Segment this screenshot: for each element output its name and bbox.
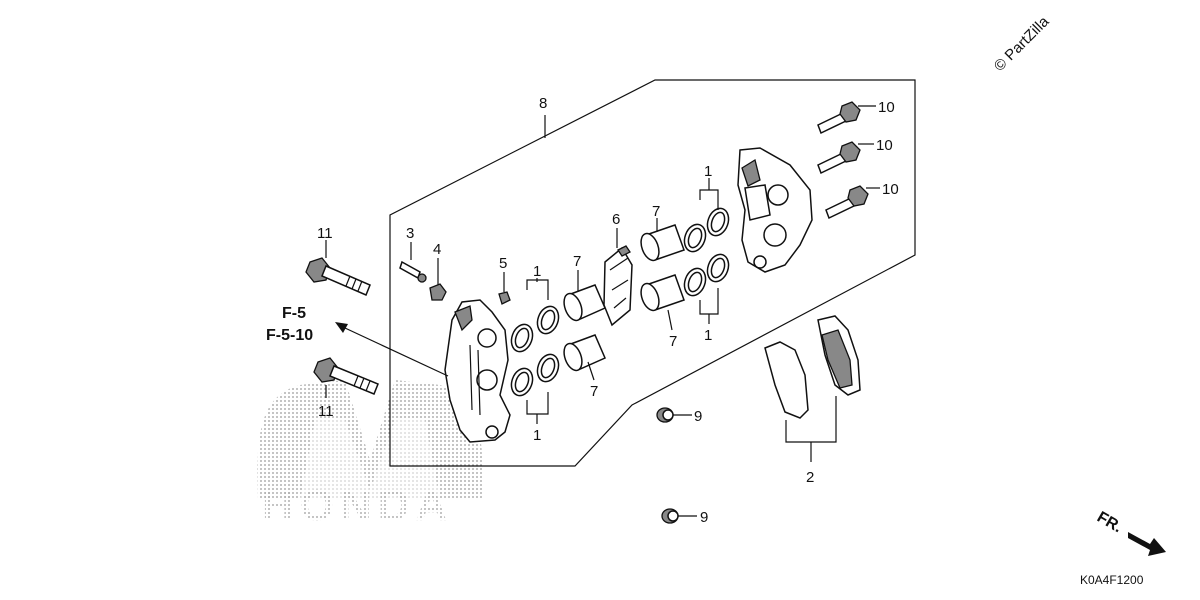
piston-seals-right (683, 207, 730, 297)
boot-9-lower (661, 508, 679, 524)
callout-7-right-bottom: 7 (669, 333, 677, 350)
honda-wordmark: HONDA (262, 481, 453, 530)
pistons-left (563, 284, 606, 372)
front-arrow-icon (1128, 532, 1166, 556)
callout-6: 6 (612, 211, 620, 228)
callout-1-right-bottom: 1 (704, 327, 712, 344)
front-direction-indicator: FR. (1094, 509, 1166, 556)
callout-7-left-bottom: 7 (590, 383, 598, 400)
bleeder-cap-4 (429, 283, 447, 301)
bolt-10-middle (817, 141, 861, 175)
callout-labels: 8 11 11 3 4 5 1 1 7 7 6 7 7 1 1 10 10 10… (317, 95, 899, 526)
diagram-code: K0A4F1200 (1080, 573, 1144, 587)
callout-11-lower: 11 (318, 403, 334, 420)
plug-5 (498, 291, 511, 305)
callout-1-left-top: 1 (533, 263, 541, 280)
pad-spring-6 (603, 245, 633, 327)
caliper-body-left (444, 299, 511, 443)
callout-10-top: 10 (878, 99, 895, 116)
pistons-right (640, 224, 685, 312)
callout-10-middle: 10 (876, 137, 893, 154)
bolt-10-bottom (825, 185, 869, 220)
bolt-10-top (817, 101, 861, 135)
honda-logo: HONDA (257, 380, 483, 530)
bolt-11-lower (313, 357, 379, 395)
callout-3: 3 (406, 225, 414, 242)
callout-11-upper: 11 (317, 225, 333, 242)
assembly-boundary (389, 79, 916, 467)
front-label: FR. (1094, 509, 1125, 537)
bolt-11-upper (305, 257, 371, 296)
leader-lines (325, 105, 880, 517)
reference-f5: F-5 (282, 305, 306, 322)
callout-8: 8 (539, 95, 547, 112)
callout-4: 4 (433, 241, 441, 258)
callout-10-bottom: 10 (882, 181, 899, 198)
caliper-body-right (737, 147, 813, 273)
brake-pads-2 (764, 315, 861, 419)
piston-seals-left (510, 305, 560, 397)
bleeder-screw-3 (399, 260, 427, 283)
callout-2: 2 (806, 469, 814, 486)
copyright-watermark: © PartZilla (991, 13, 1053, 75)
callout-9-lower: 9 (700, 509, 708, 526)
callout-1-left-bottom: 1 (533, 427, 541, 444)
callout-7-left-top: 7 (573, 253, 581, 270)
callout-5: 5 (499, 255, 507, 272)
reference-f5-10: F-5-10 (266, 327, 313, 344)
boot-9-upper (656, 407, 674, 423)
callout-1-right-top: 1 (704, 163, 712, 180)
callout-9-upper: 9 (694, 408, 702, 425)
callout-7-right-top: 7 (652, 203, 660, 220)
